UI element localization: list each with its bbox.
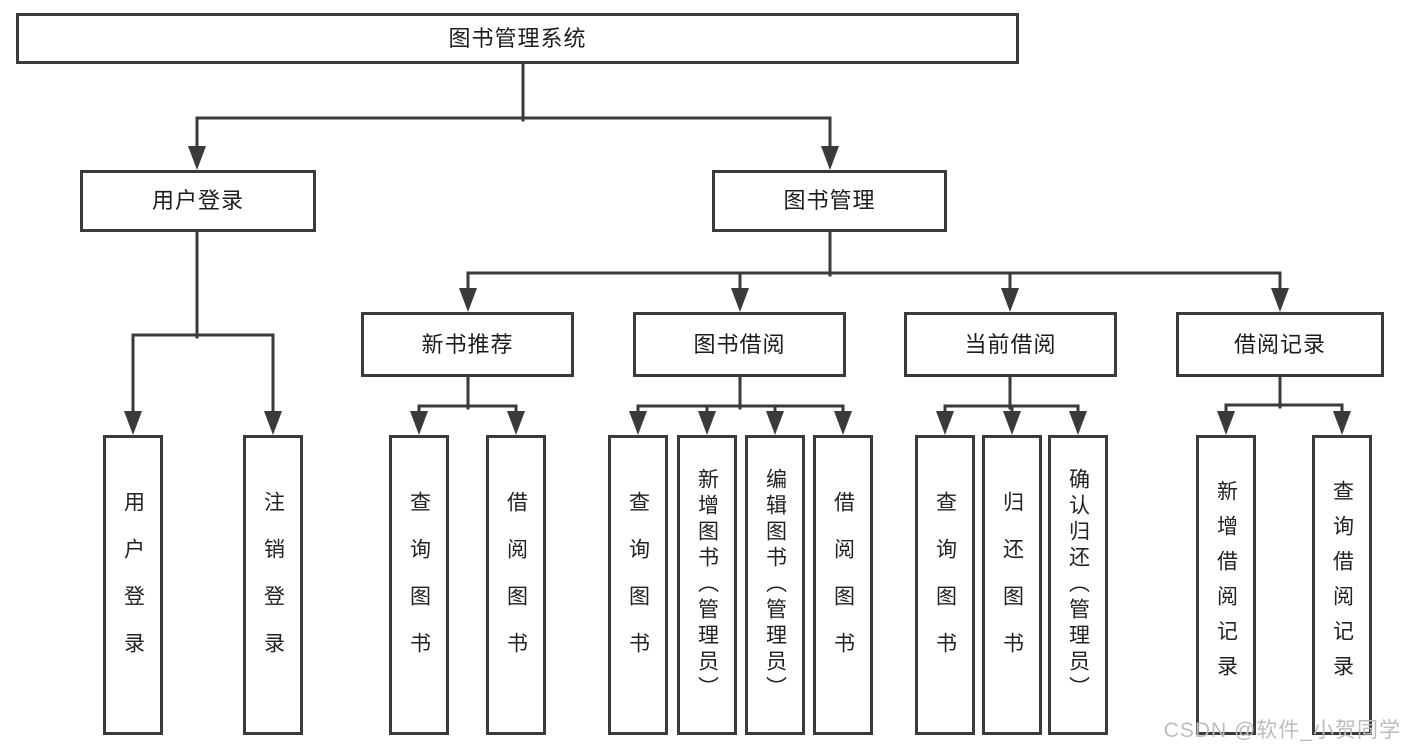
leaf-confirm-return-admin: 确认归还（管理员）: [1048, 435, 1108, 735]
node-label: 借阅图书: [504, 491, 528, 679]
node-library-system: 图书管理系统: [16, 13, 1019, 64]
node-label: 用户登录: [151, 188, 244, 213]
node-borrowing-records: 借阅记录: [1176, 312, 1384, 377]
node-label: 注销登录: [261, 491, 285, 679]
node-label: 查询借阅记录: [1330, 480, 1354, 690]
node-label: 归还图书: [1000, 491, 1024, 679]
leaf-logout: 注销登录: [243, 435, 303, 735]
node-current-borrowing: 当前借阅: [904, 312, 1117, 377]
leaf-query-books: 查询图书: [389, 435, 449, 735]
leaf-add-books-admin: 新增图书（管理员）: [677, 435, 737, 735]
node-label: 查询图书: [407, 491, 431, 679]
node-label: 借阅图书: [831, 491, 855, 679]
node-label: 用户登录: [121, 491, 145, 679]
node-book-borrowing: 图书借阅: [633, 312, 846, 377]
leaf-add-borrow-record: 新增借阅记录: [1196, 435, 1256, 735]
node-label: 查询图书: [626, 491, 650, 679]
node-new-book-recommend: 新书推荐: [361, 312, 574, 377]
arrowheads: [124, 146, 1351, 435]
leaf-query-books-borrow: 查询图书: [608, 435, 668, 735]
node-label: 编辑图书（管理员）: [763, 468, 787, 702]
node-label: 新增图书（管理员）: [695, 468, 719, 702]
csdn-watermark: CSDN @软件_小贺同学: [1163, 719, 1401, 742]
node-label: 当前借阅: [964, 331, 1057, 357]
leaf-query-borrow-record: 查询借阅记录: [1312, 435, 1372, 735]
node-label: 新增借阅记录: [1214, 480, 1238, 690]
tree-edges: [131, 62, 1344, 416]
node-user-login-branch: 用户登录: [80, 170, 316, 232]
leaf-user-login: 用户登录: [103, 435, 163, 735]
leaf-borrow-books: 借阅图书: [486, 435, 546, 735]
node-book-management-branch: 图书管理: [712, 170, 947, 232]
leaf-edit-books-admin: 编辑图书（管理员）: [745, 435, 805, 735]
node-label: 图书借阅: [693, 331, 786, 357]
node-label: 新书推荐: [421, 331, 514, 357]
node-label: 查询图书: [933, 491, 957, 679]
leaf-return-books: 归还图书: [982, 435, 1042, 735]
node-label: 图书管理: [783, 188, 876, 213]
node-label: 确认归还（管理员）: [1066, 468, 1090, 702]
node-label: 借阅记录: [1233, 331, 1326, 357]
node-label: 图书管理系统: [448, 25, 587, 51]
leaf-borrow-books-2: 借阅图书: [813, 435, 873, 735]
leaf-query-books-current: 查询图书: [915, 435, 975, 735]
